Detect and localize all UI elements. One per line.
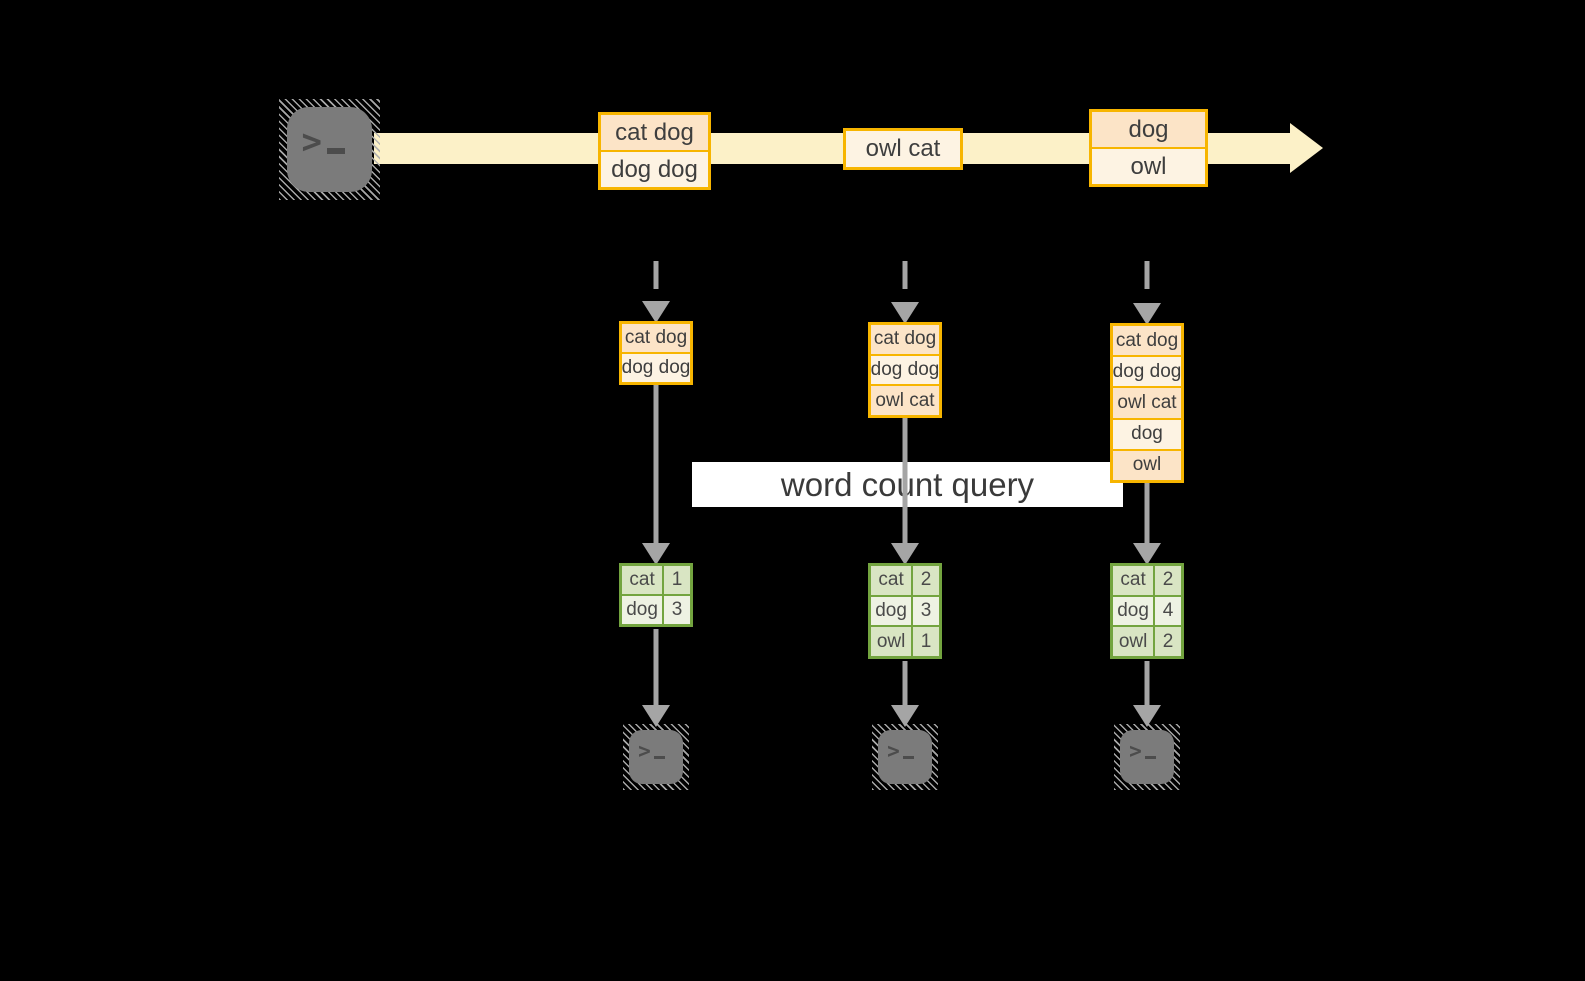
stream-batch-box: owl cat (843, 128, 963, 170)
prompt-chevron: > (887, 738, 900, 763)
input-row: dog dog (871, 353, 939, 385)
prompt-underscore (653, 755, 666, 760)
terminal-prompt-icon: > (887, 738, 915, 763)
stream-batch-row: dog (1092, 112, 1205, 147)
count-cell: 3 (664, 594, 690, 624)
count-cell: 1 (913, 625, 939, 656)
input-row: cat dog (622, 324, 690, 352)
count-cell: 1 (664, 566, 690, 594)
stream-batch-row: cat dog (601, 115, 708, 150)
prompt-underscore (1144, 755, 1157, 760)
input-row: owl cat (871, 384, 939, 416)
stream-batch-row: owl (1092, 147, 1205, 184)
terminal-screen: > (1120, 730, 1174, 784)
terminal-screen: > (629, 730, 683, 784)
count-cell: 2 (1155, 625, 1181, 656)
prompt-chevron: > (1129, 738, 1142, 763)
terminal-icon: > (872, 724, 938, 790)
arrow-down-icon (642, 301, 670, 323)
arrow-down-icon (642, 543, 670, 565)
word-cell: owl (1113, 625, 1156, 656)
input-row: dog dog (1113, 355, 1181, 387)
input-row: dog (1113, 417, 1181, 449)
count-cell: 2 (913, 566, 939, 595)
terminal-screen: > (878, 730, 932, 784)
terminal-icon: > (623, 724, 689, 790)
input-row: cat dog (1113, 326, 1181, 356)
terminal-icon: > (279, 99, 380, 200)
arrow-right-icon (1290, 123, 1323, 173)
query-label: word count query (692, 462, 1123, 507)
word-cell: dog (1113, 594, 1156, 626)
input-row: owl (1113, 448, 1181, 481)
word-cell: cat (622, 566, 665, 594)
terminal-prompt-icon: > (1129, 738, 1157, 763)
terminal-icon: > (1114, 724, 1180, 790)
count-cell: 2 (1155, 566, 1181, 595)
word-cell: dog (871, 594, 914, 626)
terminal-prompt-icon: > (301, 124, 346, 159)
arrow-down-icon (891, 543, 919, 565)
word-cell: owl (871, 625, 914, 656)
prompt-chevron: > (638, 738, 651, 763)
terminal-screen: > (287, 107, 372, 192)
input-row: cat dog (871, 325, 939, 354)
arrow-down-icon (891, 302, 919, 324)
count-cell: 4 (1155, 594, 1181, 626)
prompt-underscore (902, 755, 915, 760)
stream-batch-row: dog dog (601, 150, 708, 187)
arrow-down-icon (1133, 303, 1161, 325)
input-row: dog dog (622, 352, 690, 382)
word-cell: cat (1113, 566, 1156, 595)
terminal-prompt-icon: > (638, 738, 666, 763)
stream-batch-row: owl cat (846, 131, 960, 167)
word-cell: dog (622, 594, 665, 624)
word-cell: cat (871, 566, 914, 595)
input-row: owl cat (1113, 386, 1181, 418)
arrow-down-icon (1133, 543, 1161, 565)
count-cell: 3 (913, 594, 939, 626)
